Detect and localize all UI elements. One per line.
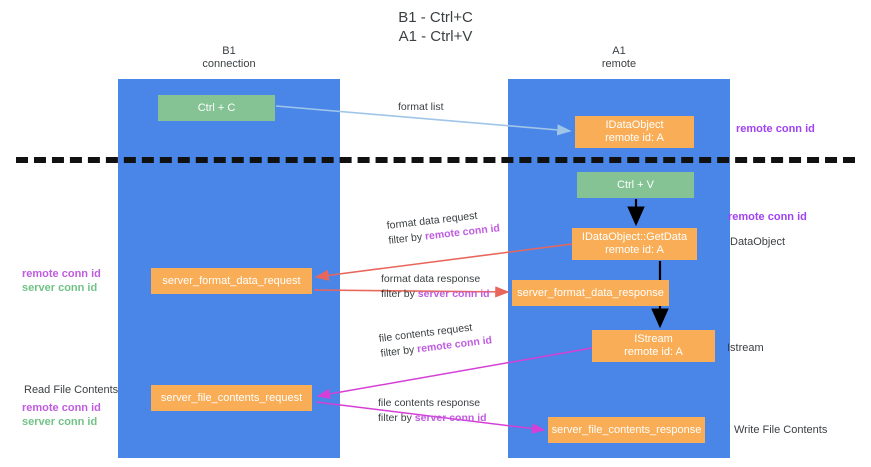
node-ctrl-v[interactable]: Ctrl + V <box>577 172 694 198</box>
arrow-label-file-contents-response: file contents response filter by server … <box>378 396 487 426</box>
title-line-2: A1 - Ctrl+V <box>398 28 473 45</box>
node-server-file-contents-request[interactable]: server_file_contents_request <box>151 385 312 411</box>
conn-id-highlight: server conn id <box>417 288 490 300</box>
node-istream-line1: IStream <box>634 333 673 345</box>
node-server-format-data-request[interactable]: server_format_data_request <box>151 268 312 294</box>
arrow-label-format-data-response: format data response filter by server co… <box>381 272 490 302</box>
note-dataobject: DataObject <box>730 236 786 248</box>
node-ctrl-v-label: Ctrl + V <box>617 178 654 191</box>
node-server-file-contents-response[interactable]: server_file_contents_response <box>548 417 705 443</box>
note-istream: Istream <box>727 342 764 354</box>
node-istream[interactable]: IStream remote id: A <box>592 330 715 362</box>
node-server-file-contents-request-label: server_file_contents_request <box>160 391 303 404</box>
legend-conn-ids-top: remote conn id server conn id <box>22 268 101 295</box>
note-read-file-contents: Read File Contents <box>24 384 119 396</box>
legend-conn-ids-bottom: remote conn id server conn id <box>22 402 101 429</box>
arrow-label-file-contents-response-line2: filter by server conn id <box>378 411 487 426</box>
arrow-label-format-data-request: format data request filter by remote con… <box>386 206 501 248</box>
node-idataobject-getdata[interactable]: IDataObject::GetData remote id: A <box>572 228 697 260</box>
filter-by-text: filter by <box>387 230 426 247</box>
note-remote-conn-id-mid: remote conn id <box>728 211 807 223</box>
conn-id-highlight: server conn id <box>414 412 487 424</box>
node-server-file-contents-response-label: server_file_contents_response <box>551 423 702 436</box>
node-idataobject-line2: remote id: A <box>605 132 664 144</box>
arrow-label-file-contents-request: file contents request filter by remote c… <box>378 318 493 361</box>
node-server-format-data-response-label: server_format_data_response <box>517 286 664 299</box>
node-idataobject-line1: IDataObject <box>605 119 664 131</box>
legend2-remote-conn-id: remote conn id <box>22 402 101 414</box>
arrow-label-format-list: format list <box>398 100 444 115</box>
title-line-1: B1 - Ctrl+C <box>398 9 473 26</box>
filter-by-text: filter by <box>379 343 418 360</box>
filter-by-text: filter by <box>381 288 418 300</box>
arrow-label-format-data-response-line1: format data response <box>381 273 481 285</box>
swimlane-header-a1: A1 remote <box>508 45 730 70</box>
filter-by-text: filter by <box>378 412 415 424</box>
note-write-file-contents: Write File Contents <box>734 424 828 436</box>
node-ctrl-c-label: Ctrl + C <box>197 101 236 114</box>
phase-divider <box>16 157 855 163</box>
node-server-format-data-response[interactable]: server_format_data_response <box>512 280 669 306</box>
node-idataobject[interactable]: IDataObject remote id: A <box>575 116 694 148</box>
arrow-label-file-contents-response-line1: file contents response <box>378 397 481 409</box>
note-remote-conn-id-top: remote conn id <box>736 123 815 135</box>
node-ctrl-c[interactable]: Ctrl + C <box>158 95 275 121</box>
swimlane-a1-role: remote <box>601 57 637 70</box>
node-istream-line2: remote id: A <box>624 346 683 358</box>
arrow-label-format-data-response-line2: filter by server conn id <box>381 287 490 302</box>
arrow-label-format-list-line1: format list <box>398 101 444 113</box>
node-server-format-data-request-label: server_format_data_request <box>162 274 301 287</box>
legend2-server-conn-id: server conn id <box>22 415 98 428</box>
swimlane-header-b1: B1 connection <box>118 45 340 70</box>
node-getdata-line1: IDataObject::GetData <box>581 231 688 243</box>
swimlane-a1-name: A1 <box>612 45 626 57</box>
node-getdata-line2: remote id: A <box>605 244 664 256</box>
legend-server-conn-id: server conn id <box>22 281 98 294</box>
swimlane-b1-role: connection <box>202 57 256 70</box>
diagram-title: B1 - Ctrl+C A1 - Ctrl+V <box>0 8 871 46</box>
legend-remote-conn-id: remote conn id <box>22 268 101 280</box>
swimlane-b1-name: B1 <box>222 45 236 57</box>
